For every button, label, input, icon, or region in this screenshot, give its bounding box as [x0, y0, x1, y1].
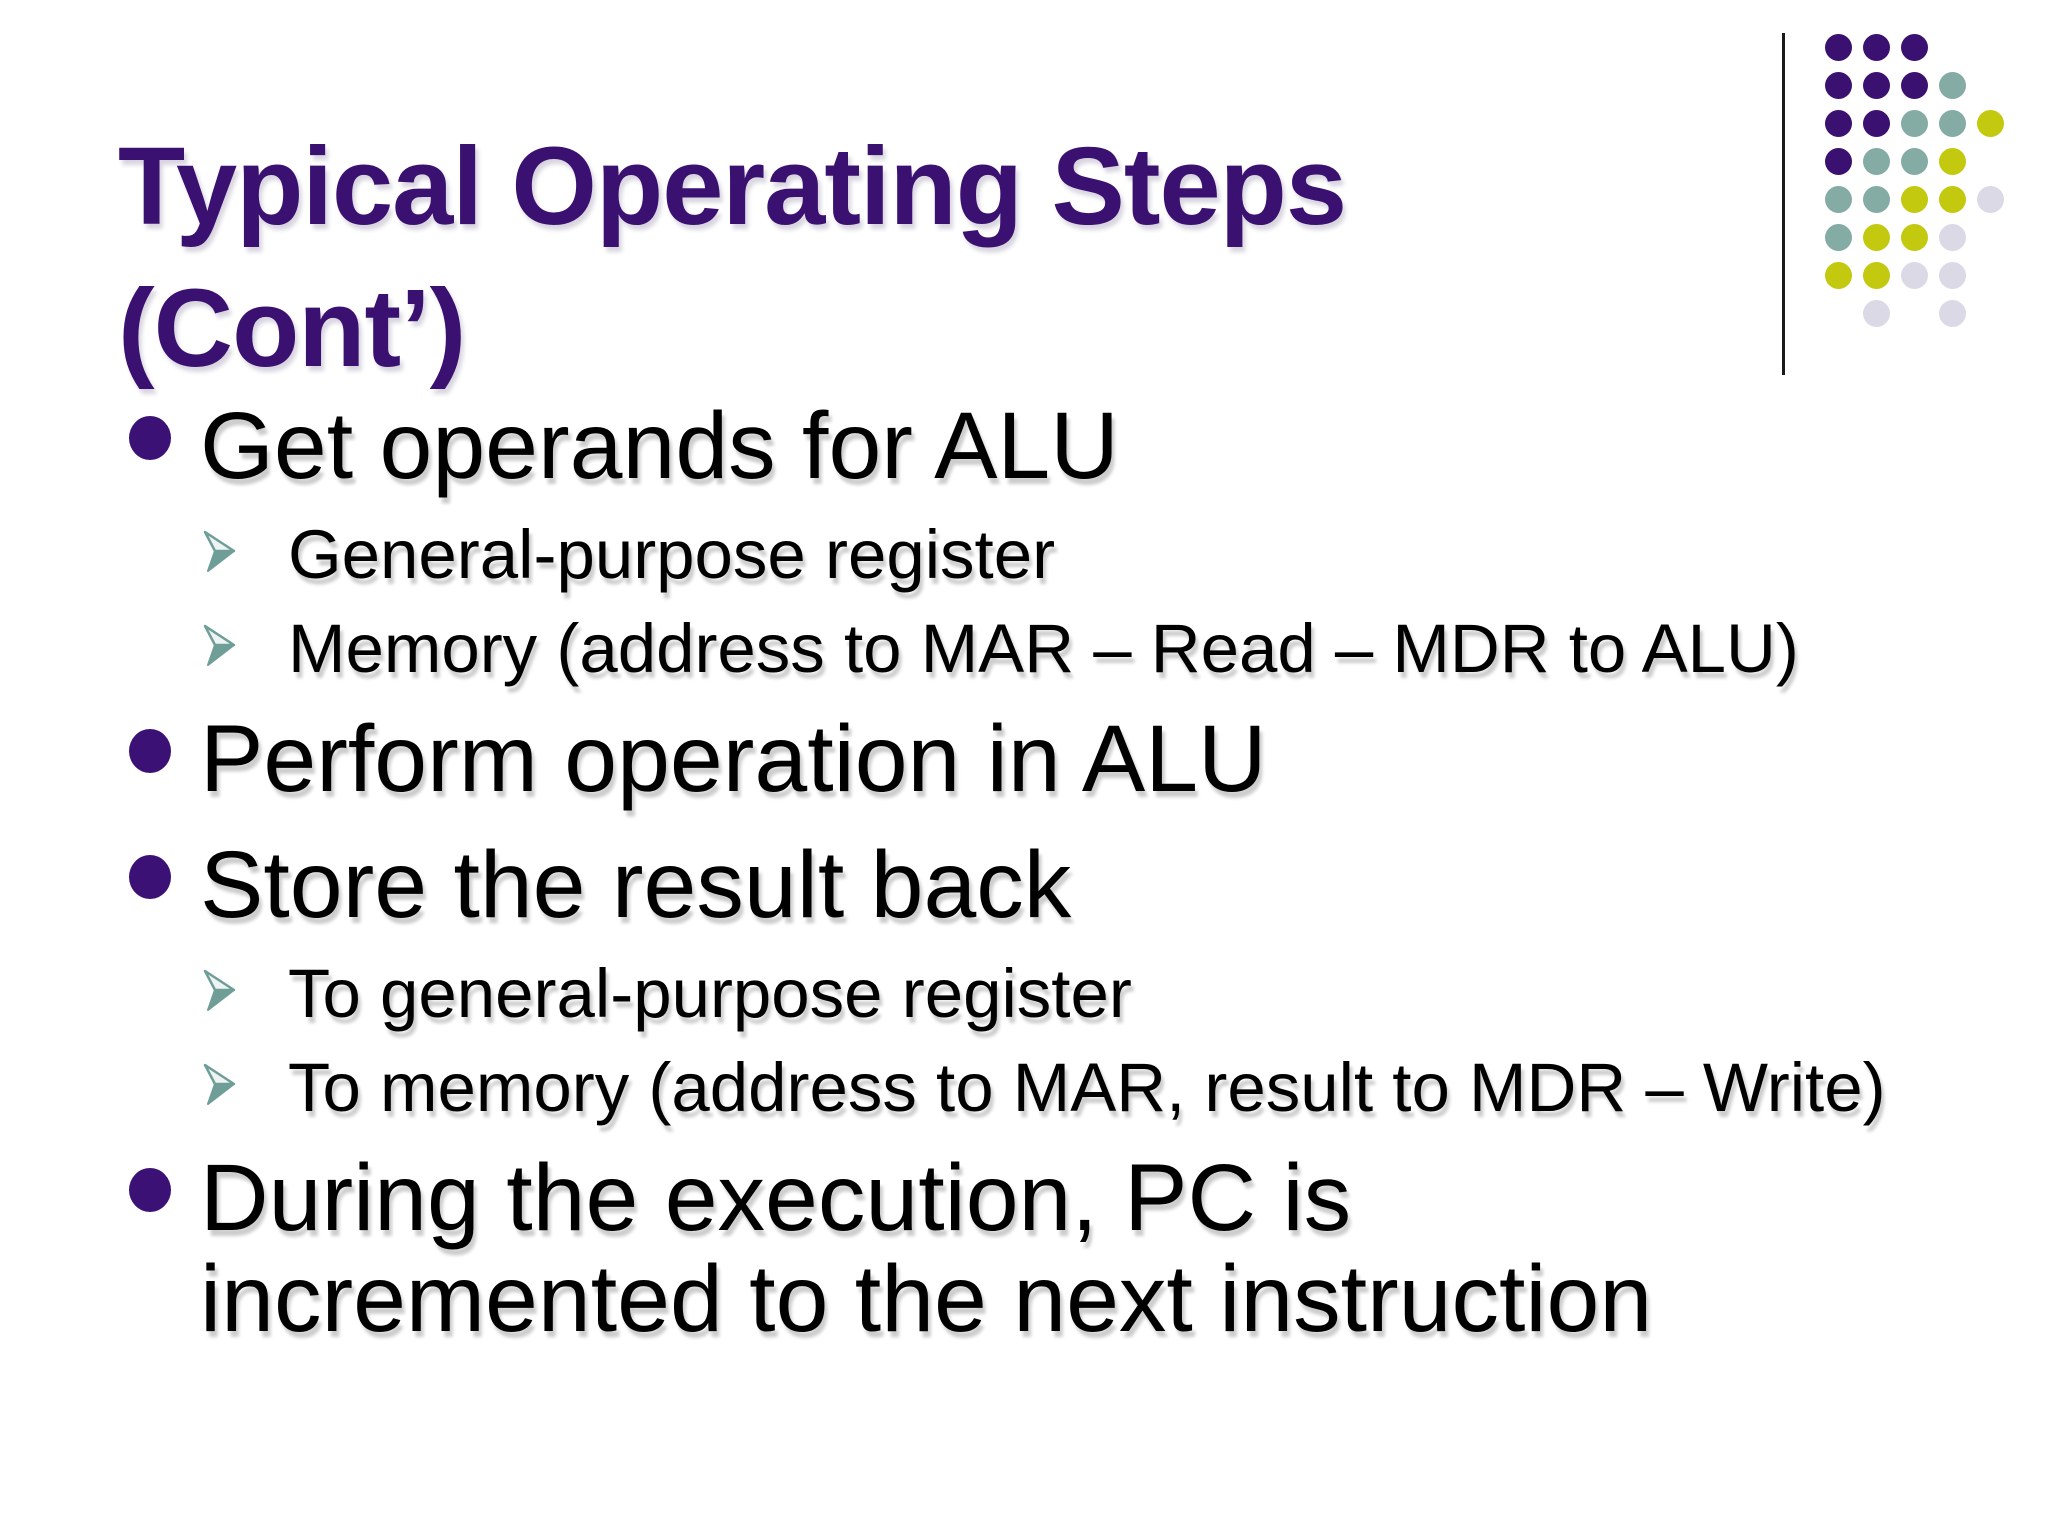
sub-bullet-item: To general-purpose register: [129, 947, 1979, 1041]
decorative-dot: [1862, 71, 1890, 99]
arrow-bullet-marker: [203, 602, 288, 667]
bullet-text: During the execution, PC is incremented …: [200, 1145, 1653, 1352]
bullet-text: To general-purpose register: [288, 955, 1132, 1032]
decorative-dot: [1824, 147, 1852, 175]
dot-bullet-icon: [129, 729, 171, 773]
bullet-text: General-purpose register: [288, 516, 1056, 593]
page-title-line1: Typical Operating Steps: [118, 124, 1347, 248]
bullet-text: To memory (address to MAR, result to MDR…: [288, 1049, 1886, 1126]
decorative-dot: [1824, 71, 1852, 99]
decorative-dot: [1938, 261, 1966, 289]
sub-bullet-item: General-purpose register: [129, 508, 1979, 602]
decorative-dot: [1824, 109, 1852, 137]
decorative-dot: [1938, 223, 1966, 251]
dot-bullet-icon: [129, 855, 171, 899]
decorative-dot: [1900, 33, 1928, 61]
decorative-dot: [1824, 223, 1852, 251]
decorative-dot: [1938, 71, 1966, 99]
bullet-text: Perform operation in ALU: [200, 706, 1267, 812]
decorative-dot: [1900, 109, 1928, 137]
arrow-bullet-icon: [203, 624, 236, 666]
bullet-item: Get operands for ALU: [129, 396, 1979, 497]
decorative-dot: [1938, 147, 1966, 175]
decorative-dot: [1824, 185, 1852, 213]
decorative-dot: [1938, 299, 1966, 327]
bullet-item: Store the result back: [129, 835, 1979, 936]
dot-bullet-icon: [129, 416, 171, 460]
bullet-list: Get operands for ALU General-purpose regi…: [129, 396, 1979, 1350]
decorative-dot: [1976, 185, 2004, 213]
page-title-line2: (Cont’): [118, 266, 466, 390]
divider-line: [1782, 33, 1785, 375]
arrow-bullet-icon: [203, 1063, 236, 1105]
arrow-bullet-marker: [203, 1041, 288, 1106]
bullet-dot-marker: [129, 1148, 200, 1212]
sub-bullet-item: Memory (address to MAR – Read – MDR to A…: [129, 602, 1979, 696]
bullet-dot-marker: [129, 396, 200, 460]
decorative-dot: [1900, 261, 1928, 289]
arrow-bullet-icon: [203, 969, 236, 1011]
page-title: Typical Operating Steps (Cont’): [118, 116, 1618, 400]
dot-bullet-icon: [129, 1168, 171, 1212]
bullet-dot-marker: [129, 709, 200, 773]
arrow-bullet-marker: [203, 947, 288, 1012]
bullet-item: During the execution, PC is incremented …: [129, 1148, 1979, 1350]
bullet-text: Store the result back: [200, 832, 1072, 938]
bullet-text: Get operands for ALU: [200, 393, 1119, 499]
arrow-bullet-icon: [203, 530, 236, 572]
decorative-dot: [1862, 147, 1890, 175]
decorative-dot: [1824, 261, 1852, 289]
bullet-item: Perform operation in ALU: [129, 709, 1979, 810]
decorative-dot: [1938, 109, 1966, 137]
decorative-dot: [1900, 71, 1928, 99]
decorative-dot: [1862, 109, 1890, 137]
decorative-dot: [1976, 109, 2004, 137]
bullet-dot-marker: [129, 835, 200, 899]
decorative-dot: [1900, 223, 1928, 251]
decorative-dot: [1900, 147, 1928, 175]
arrow-bullet-marker: [203, 508, 288, 573]
decorative-dots-pattern: [1819, 28, 2009, 332]
decorative-dot: [1938, 185, 1966, 213]
sub-bullet-item: To memory (address to MAR, result to MDR…: [129, 1041, 1979, 1135]
decorative-dot: [1862, 185, 1890, 213]
decorative-dot: [1900, 185, 1928, 213]
decorative-dot: [1824, 33, 1852, 61]
decorative-dot: [1862, 33, 1890, 61]
decorative-dot: [1862, 261, 1890, 289]
bullet-text: Memory (address to MAR – Read – MDR to A…: [288, 610, 1799, 687]
decorative-dot: [1862, 223, 1890, 251]
decorative-dot: [1862, 299, 1890, 327]
